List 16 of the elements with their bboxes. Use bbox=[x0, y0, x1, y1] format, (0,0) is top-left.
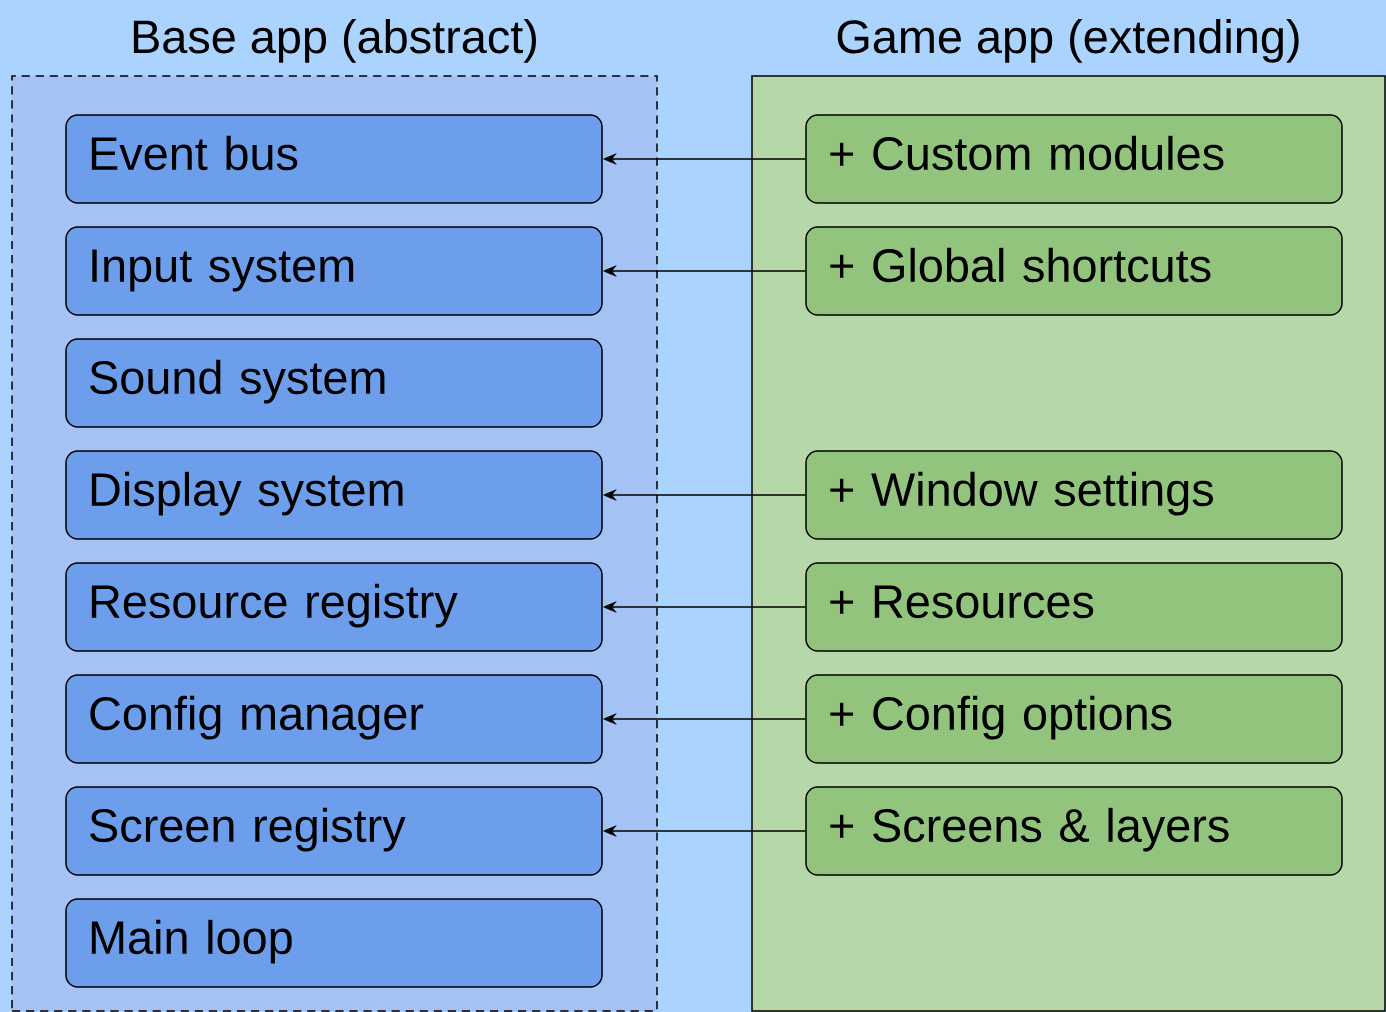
component-box: Resource registry bbox=[65, 562, 603, 652]
node-label: Base app (abstract) bbox=[133, 19, 536, 63]
component-box: Event bus bbox=[65, 114, 603, 204]
component-box: + Window settings bbox=[805, 450, 1343, 540]
component-box: + Global shortcuts bbox=[805, 226, 1343, 316]
component-box: Config manager bbox=[65, 674, 603, 764]
component-box: Sound system bbox=[65, 338, 603, 428]
component-box: + Resources bbox=[805, 562, 1343, 652]
component-box: + Custom modules bbox=[805, 114, 1343, 204]
node-label: Game app (extending) bbox=[837, 19, 1299, 63]
component-box: Screen registry bbox=[65, 786, 603, 876]
component-box: Main loop bbox=[65, 898, 603, 988]
component-box: + Screens & layers bbox=[805, 786, 1343, 876]
component-box: Input system bbox=[65, 226, 603, 316]
component-box: + Config options bbox=[805, 674, 1343, 764]
component-box: Display system bbox=[65, 450, 603, 540]
